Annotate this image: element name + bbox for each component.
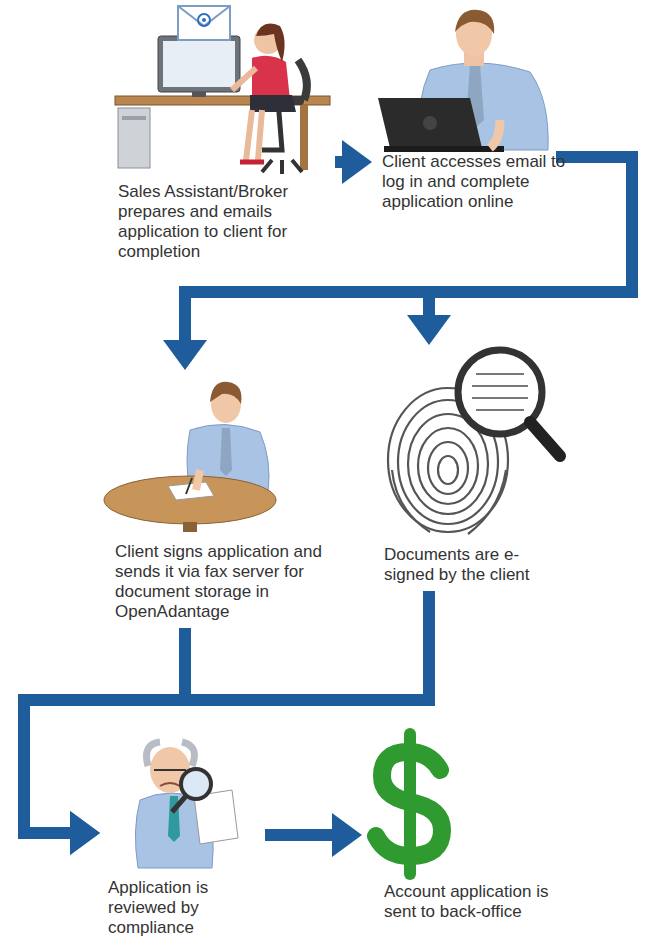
flow-arrow (24, 628, 185, 855)
magnifier-handle (530, 422, 560, 456)
arrow-head (332, 813, 362, 857)
man-hand (490, 120, 500, 148)
flow-arrow (24, 591, 429, 855)
application-paper (168, 482, 214, 500)
laptop-lid (378, 98, 482, 148)
woman-hair (256, 24, 285, 62)
man-hair (455, 10, 494, 34)
reviewer-glasses (154, 769, 186, 771)
table-stem (183, 522, 197, 532)
woman-shoes (240, 160, 264, 165)
arrow-head (70, 811, 100, 855)
dollar-bar (404, 734, 416, 874)
computer-tower (118, 108, 150, 168)
reviewer-hair (147, 742, 195, 766)
round-table (104, 476, 276, 524)
woman-skirt (250, 95, 296, 112)
sales-assistant-illustration (115, 6, 330, 174)
envelope-flap (178, 6, 230, 26)
desk-top (115, 96, 330, 105)
flow-line (335, 156, 342, 168)
flow-arrow (335, 140, 372, 184)
step-caption: Account application is sent to back-offi… (384, 882, 574, 922)
flow-arrow (265, 813, 362, 857)
dollar-illustration (376, 734, 442, 874)
reviewer-magnifier (181, 769, 211, 799)
process-step: Client signs application and sends it vi… (105, 370, 345, 628)
arrow-head (407, 315, 451, 345)
laptop-base (384, 146, 504, 152)
monitor (158, 36, 240, 92)
process-step: Application is reviewed by compliance (100, 730, 265, 944)
process-step: Client accesses email to log in and comp… (372, 0, 562, 218)
envelope-body (178, 6, 230, 40)
flow-line (24, 628, 185, 833)
client-signing-illustration (104, 382, 276, 532)
chair-base (262, 160, 302, 174)
signer-hand (196, 470, 200, 490)
arrow-head (342, 140, 372, 184)
chair-back (298, 60, 307, 100)
magnified-pattern (472, 374, 528, 410)
tower-slot (122, 116, 146, 120)
woman-top (252, 56, 290, 100)
step-caption: Documents are e-signed by the client (384, 545, 534, 585)
e-signature-illustration (388, 350, 560, 534)
at-symbol-dot (202, 18, 206, 22)
signer-tie (220, 428, 232, 476)
at-symbol (198, 14, 210, 26)
arrow-head (163, 340, 207, 370)
step-caption: Sales Assistant/Broker prepares and emai… (118, 182, 323, 262)
pen (186, 478, 192, 494)
client-laptop-illustration (378, 10, 548, 152)
email-envelope (178, 6, 230, 40)
compliance-illustration (135, 742, 238, 868)
woman-arm (232, 68, 256, 90)
laptop-logo (423, 116, 437, 130)
monitor-stand (192, 92, 206, 97)
process-step: Sales Assistant/Broker prepares and emai… (110, 0, 335, 268)
monitor-screen (163, 41, 235, 87)
process-step: Account application is sent to back-offi… (362, 725, 572, 928)
woman-legs (246, 110, 262, 160)
process-step: Documents are e-signed by the client (372, 345, 547, 591)
reviewer-magnifier-handle (172, 796, 186, 812)
desk-leg (300, 105, 308, 170)
signer-hair (210, 382, 241, 404)
flow-line (24, 591, 429, 833)
step-caption: Client signs application and sends it vi… (115, 542, 347, 622)
flow-line (265, 829, 332, 841)
step-caption: Client accesses email to log in and comp… (382, 152, 572, 212)
reviewer-frown (160, 783, 180, 786)
arrow-head (70, 811, 100, 855)
step-caption: Application is reviewed by compliance (108, 878, 248, 938)
